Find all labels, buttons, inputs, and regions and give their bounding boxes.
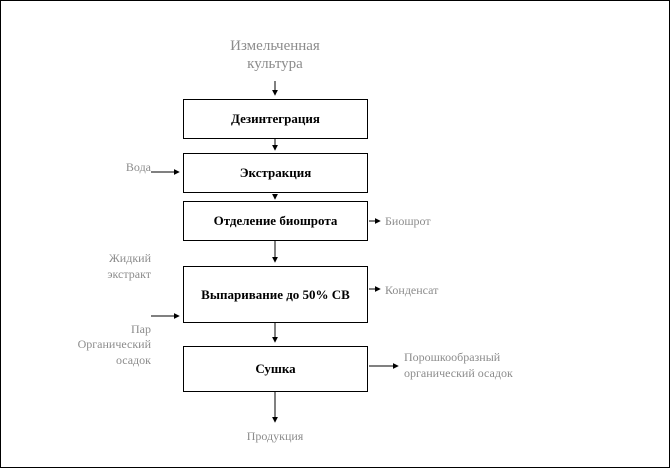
output-label-condensate: Конденсат (385, 283, 439, 297)
stream-label-organic-sediment-line1: Органический (77, 337, 151, 351)
stream-label-liquid-extract: Жидкий экстракт (51, 250, 151, 282)
input-label-water: Вода (125, 160, 151, 174)
process-box-disintegration: Дезинтеграция (183, 99, 368, 139)
diagram-title: Измельченная культура (175, 37, 375, 73)
stream-label-organic-sediment: Органический осадок (31, 336, 151, 368)
output-label-powder-line1: Порошкообразный (404, 350, 501, 364)
stream-label-liquid-extract-line1: Жидкий (109, 251, 151, 265)
process-box-drying: Сушка (183, 346, 368, 392)
diagram-title-line1: Измельченная (230, 38, 320, 54)
stream-label-liquid-extract-line2: экстракт (107, 267, 151, 281)
output-label-powder-line2: органический осадок (404, 366, 513, 380)
process-box-evaporation: Выпаривание до 50% СВ (183, 266, 368, 323)
process-box-separation: Отделение биошрота (183, 201, 368, 241)
output-label-powder: Порошкообразный органический осадок (404, 349, 584, 381)
stream-label-organic-sediment-line2: осадок (115, 353, 151, 367)
diagram-title-line2: культура (247, 56, 303, 72)
bottom-label-product: Продукция (246, 429, 304, 443)
process-box-extraction: Экстракция (183, 153, 368, 193)
input-label-steam: Пар (131, 322, 151, 336)
output-label-bioshrot: Биошрот (385, 214, 431, 228)
